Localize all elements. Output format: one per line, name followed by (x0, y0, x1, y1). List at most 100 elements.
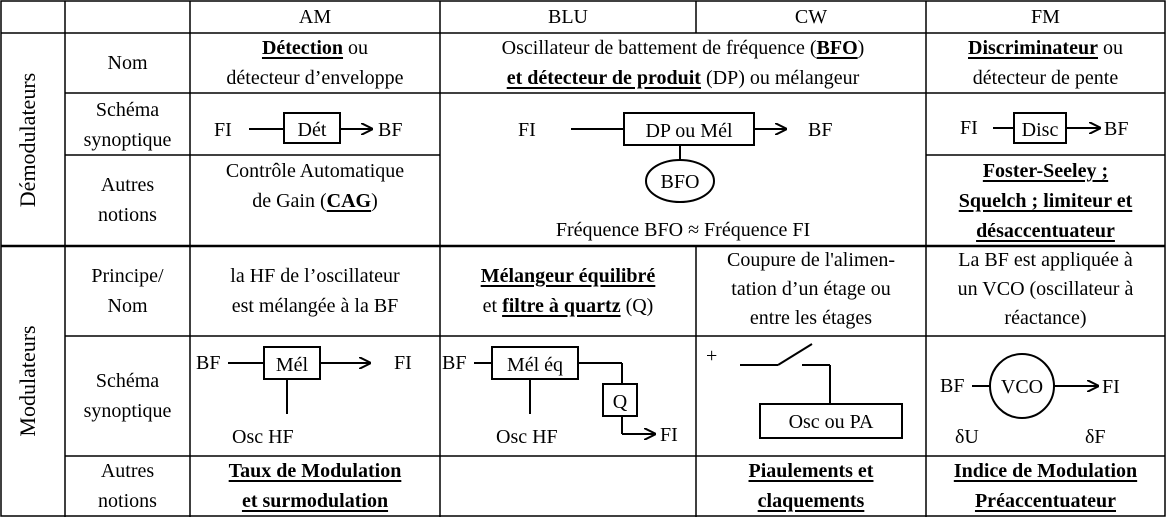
row-label-autres-mod-line1: Autres (100, 460, 155, 482)
mod-am-autres-line2: et surmodulation (241, 490, 389, 512)
demod-blu-freq: Fréquence BFO ≈ Fréquence FI (555, 219, 811, 241)
row-label-schema-line2: synoptique (83, 129, 172, 151)
mod-am-diagram: BF Mél FI Osc HF (196, 346, 412, 448)
mod-fm-diag-out: FI (1102, 376, 1120, 398)
demod-am-autres: Contrôle Automatique de Gain (CAG) (190, 156, 440, 216)
row-label-schema-line1: Schéma (95, 99, 160, 121)
mod-am-diag-in: BF (196, 352, 220, 374)
mod-fm-principe-line3: réactance) (1004, 307, 1087, 329)
mod-fm-autres-line2: Préaccentuateur (974, 490, 1117, 512)
row-label-schema-mod-line2: synoptique (83, 400, 172, 422)
mod-blu-diag-q-label: Q (613, 391, 628, 413)
row-label-schema-mod-line1: Schéma (95, 370, 160, 392)
mod-cw-diag-box-label: Osc ou PA (789, 411, 874, 433)
col-header-cw: CW (794, 6, 828, 28)
mod-fm-autres-line1: Indice de Modulation (953, 460, 1138, 482)
mod-cw-principe-line2: tation d’un étage ou (731, 278, 891, 300)
mod-fm-principe-line2: un VCO (oscillateur à (957, 278, 1134, 300)
row-label-schema: Schéma synoptique (65, 95, 190, 155)
mod-cw-diag-switch (777, 343, 813, 366)
mod-cw-principe-line1: Coupure de l'alimen- (727, 249, 895, 271)
row-label-autres-mod: Autres notions (65, 456, 190, 516)
demod-am-diag-out: BF (378, 119, 402, 141)
mod-fm-diag-du: δU (955, 426, 979, 448)
demod-fm-nom-line2: détecteur de pente (972, 67, 1119, 89)
mod-blu-principe: Mélangeur équilibré et filtre à quartz (… (440, 261, 696, 321)
mod-blu-diag-box-label: Mél éq (507, 354, 563, 376)
demod-am-nom-line2: détecteur d’enveloppe (226, 67, 404, 89)
demod-blu-nom-bfo: BFO (816, 37, 858, 59)
demod-fm-autres-line3: désaccentuateur (976, 220, 1115, 242)
demod-fm-nom-rest: ou (1097, 37, 1123, 59)
mod-fm-diag-df: δF (1085, 426, 1106, 448)
demod-fm-autres-line2: Squelch ; limiteur et (958, 190, 1133, 212)
mod-cw-diag-box (759, 403, 903, 439)
mod-blu-principe-pre: et (482, 295, 503, 317)
demod-blu-nom-post: ) (857, 37, 865, 59)
demod-am-nom-bold: Détection (261, 37, 344, 59)
mod-cw-autres-line1: Piaulements et (748, 460, 874, 482)
demod-fm-autres: Foster-Seeley ; Squelch ; limiteur et dé… (926, 156, 1165, 246)
mod-cw-principe: Coupure de l'alimen- tation d’un étage o… (696, 246, 926, 333)
demod-blu-nom-line2-rest: (DP) ou mélangeur (700, 67, 860, 89)
row-label-autres-line2: notions (98, 204, 157, 226)
demod-blu-nom-line2-bold: et détecteur de produit (506, 67, 701, 89)
col-header-am: AM (298, 6, 332, 28)
mod-blu-principe-bold1: Mélangeur équilibré (480, 265, 656, 287)
row-label-principe-line1: Principe/ (91, 265, 164, 287)
row-label-principe: Principe/ Nom (65, 261, 190, 321)
mod-fm-principe: La BF est appliquée à un VCO (oscillateu… (926, 246, 1165, 333)
mod-blu-diag-q-box (602, 383, 638, 417)
mod-cw-autres: Piaulements et claquements (696, 456, 926, 516)
mod-cw-principe-line3: entre les étages (749, 307, 873, 329)
demod-am-autres-pre: de Gain ( (252, 190, 327, 212)
mod-blu-diag-in: BF (442, 352, 466, 374)
row-label-nom: Nom (107, 52, 148, 74)
demod-am-autres-bold: CAG (326, 190, 372, 212)
demod-blu-diag-out: BF (808, 119, 832, 141)
demod-blu-nom-pre: Oscillateur de battement de fréquence ( (501, 37, 817, 59)
demod-am-nom-rest: ou (343, 37, 369, 59)
demod-am-diag-box-label: Dét (298, 119, 327, 141)
demod-blu-diag-bfo-label: BFO (661, 171, 700, 193)
row-label-autres-mod-line2: notions (98, 490, 157, 512)
row-label-autres: Autres notions (65, 170, 190, 230)
demod-am-diag-in: FI (214, 119, 232, 141)
demod-am-autres-line1: Contrôle Automatique (225, 160, 405, 182)
col-header-blu: BLU (548, 6, 588, 28)
mod-cw-diag-plus: + (706, 345, 717, 367)
mod-blu-diagram: BF Mél éq Q FI Osc HF (442, 346, 678, 448)
mod-am-autres: Taux de Modulation et surmodulation (190, 456, 440, 516)
mod-am-principe: la HF de l’oscillateur est mélangée à la… (190, 261, 440, 321)
mod-fm-autres: Indice de Modulation Préaccentuateur (926, 456, 1165, 516)
mod-am-diag-osc: Osc HF (232, 426, 294, 448)
mod-blu-diag-out: FI (660, 424, 678, 446)
demod-fm-diag-box-label: Disc (1022, 119, 1059, 141)
mod-am-diag-box-label: Mél (276, 354, 309, 376)
demod-blu-diag-box-label: DP ou Mél (645, 120, 732, 142)
mod-cw-autres-line2: claquements (757, 490, 865, 512)
demod-fm-nom: Discriminateur ou détecteur de pente (926, 33, 1165, 93)
mod-fm-principe-line1: La BF est appliquée à (958, 249, 1133, 271)
mod-fm-diag-vco-label: VCO (1001, 376, 1043, 398)
row-label-principe-line2: Nom (107, 295, 148, 317)
demod-blu-diag-bfo-oval (645, 159, 715, 203)
demod-fm-autres-line1: Foster-Seeley ; (982, 160, 1109, 182)
demod-am-diagram: FI Dét BF (214, 112, 402, 144)
demod-blu-cw-nom: Oscillateur de battement de fréquence (B… (440, 33, 926, 93)
demod-am-nom: Détection ou détecteur d’enveloppe (190, 33, 440, 93)
demod-am-autres-post: ) (371, 190, 378, 212)
mod-am-principe-line1: la HF de l’oscillateur (230, 265, 400, 287)
mod-blu-principe-post: (Q) (620, 295, 654, 317)
demod-blu-diagram: FI DP ou Mél BF BFO (518, 112, 832, 203)
mod-blu-principe-bold2: filtre à quartz (502, 295, 621, 317)
demod-fm-nom-bold: Discriminateur (968, 37, 1098, 59)
row-label-schema-mod: Schéma synoptique (65, 366, 190, 426)
mod-fm-diag-in: BF (940, 375, 964, 397)
mod-am-principe-line2: est mélangée à la BF (231, 295, 399, 317)
col-header-fm: FM (1031, 6, 1060, 28)
demod-blu-diag-in: FI (518, 119, 536, 141)
